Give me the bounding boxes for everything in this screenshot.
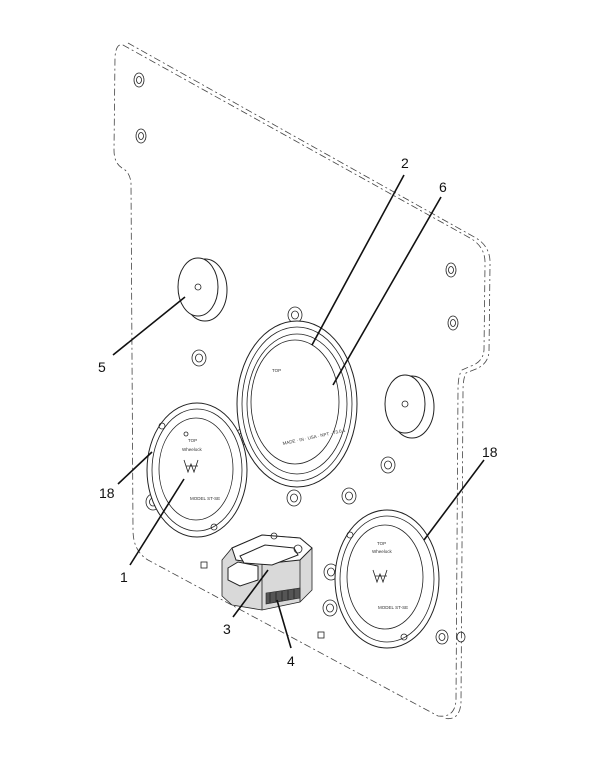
callout-1: 1 [120,569,128,585]
window-ring-outer [236,320,358,488]
window-ring-inner [246,333,348,475]
leader-1 [129,478,185,566]
hole-top-left-1 [133,72,145,88]
window-lens [250,339,340,465]
grille-left-logo [183,459,199,474]
speaker-grille-right: TOP Wheelock MODEL ST-SE [334,509,440,649]
leader-18-right [423,459,485,541]
leader-6 [332,196,442,386]
callout-labels: 2 6 5 18 1 18 3 4 [98,155,498,669]
grille-right-text-1: TOP [377,541,386,546]
stud-2 [191,349,207,367]
grille-left-text-2: Wheelock [182,447,203,452]
leader-3 [232,569,269,618]
stud-11 [435,629,449,645]
callout-18-right: 18 [482,444,498,460]
grille-right-text-3: MODEL ST-SE [378,605,408,610]
ground-symbol-2 [317,631,325,639]
stud-4 [380,456,396,474]
grille-left-text-3: MODEL ST-SE [190,496,220,501]
stud-5 [286,489,302,507]
hole-right-2 [447,315,459,331]
cover-plug-right [384,374,435,439]
callout-2: 2 [401,155,409,171]
leader-lines [112,174,485,649]
leader-2 [311,174,405,346]
plate-edge-dashed [127,42,491,720]
ground-symbol-1 [200,561,208,569]
stud-12 [456,631,466,643]
hole-right-1 [445,262,457,278]
grille-right-text-2: Wheelock [372,549,393,554]
leader-4 [276,599,292,649]
leader-5 [112,296,186,356]
cover-plug-left [177,257,228,322]
grille-right-logo [372,569,388,584]
plate-outline-dashed [113,44,486,717]
callout-5: 5 [98,359,106,375]
callout-18-left: 18 [99,485,115,501]
callout-4: 4 [287,653,295,669]
speaker-grille-left: TOP Wheelock MODEL ST-SE [146,402,248,538]
leader-18-left [117,451,153,485]
lens-marking-top: TOP [272,368,281,373]
grille-left-text-1: TOP [188,438,197,443]
window-ring-assembly: TOP MADE · IN · USA · NPT · 73.0.1 [236,320,358,488]
hole-top-left-2 [135,128,147,144]
stud-6 [341,487,357,505]
stud-9 [322,599,338,617]
mounting-plate [113,42,491,720]
callout-3: 3 [223,621,231,637]
callout-6: 6 [439,179,447,195]
